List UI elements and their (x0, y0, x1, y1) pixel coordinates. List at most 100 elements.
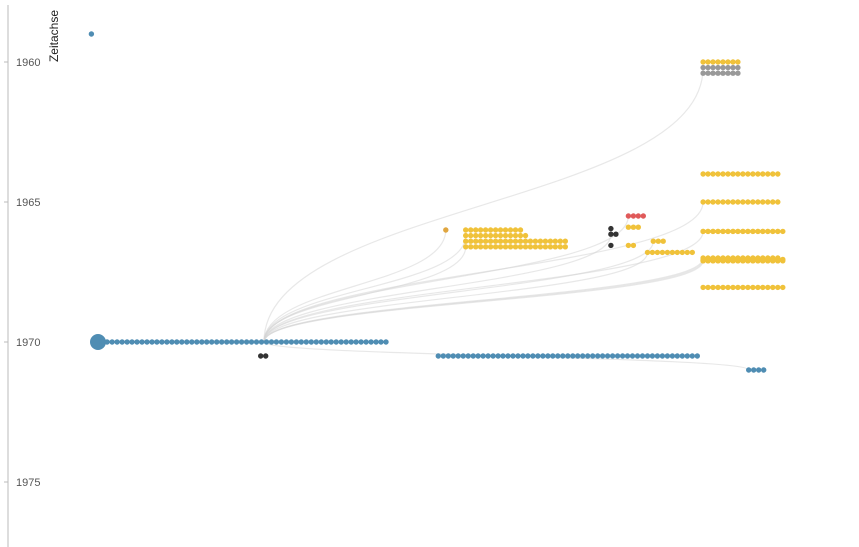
data-point (510, 353, 516, 359)
data-point (194, 339, 200, 345)
data-point (482, 244, 489, 250)
data-point (715, 199, 721, 205)
data-point (705, 171, 711, 177)
data-point (455, 353, 461, 359)
data-point (750, 199, 756, 205)
data-point (480, 353, 486, 359)
data-point (333, 339, 339, 345)
data-point (515, 353, 521, 359)
data-point (278, 339, 285, 345)
data-point (760, 199, 766, 205)
data-point (502, 227, 509, 233)
connection-line (263, 257, 704, 343)
data-point (443, 227, 449, 233)
data-point (485, 353, 491, 359)
data-point (710, 64, 716, 71)
data-point (725, 70, 731, 76)
data-point (219, 339, 225, 345)
data-point (562, 244, 568, 250)
data-point (313, 339, 319, 345)
data-point (775, 284, 781, 291)
data-point (199, 339, 205, 345)
data-point (745, 256, 751, 263)
data-point (735, 199, 741, 205)
data-point (765, 228, 771, 235)
data-point (463, 232, 469, 239)
data-point (730, 59, 736, 65)
data-point (720, 64, 726, 71)
data-point (487, 232, 494, 239)
data-point (770, 256, 776, 263)
data-point (705, 284, 711, 291)
data-point (735, 171, 741, 177)
data-point (655, 238, 661, 244)
data-point (470, 353, 476, 359)
data-point (630, 242, 637, 249)
data-point (770, 228, 776, 235)
data-point (740, 256, 746, 263)
data-point (507, 238, 514, 244)
data-point (730, 171, 736, 177)
connection-line (263, 241, 654, 343)
data-point (674, 249, 680, 256)
connection-lines (98, 67, 750, 371)
data-point (745, 284, 751, 291)
data-point (624, 353, 631, 359)
data-point (720, 171, 726, 177)
data-point (492, 244, 499, 250)
data-point (710, 59, 716, 65)
data-point (669, 249, 676, 256)
data-point (435, 353, 441, 359)
data-point (770, 171, 776, 177)
data-point (477, 232, 484, 239)
data-point (700, 284, 706, 291)
data-point (109, 339, 115, 345)
data-point (630, 224, 637, 230)
data-point (746, 367, 752, 373)
data-point (780, 228, 786, 235)
y-tick-label: 1965 (16, 197, 40, 209)
data-point (590, 353, 596, 359)
data-point (720, 70, 726, 76)
data-point (263, 353, 269, 359)
data-point (104, 339, 110, 345)
data-point (308, 339, 314, 345)
data-point (595, 353, 601, 359)
data-point (463, 238, 469, 244)
data-point (725, 64, 731, 71)
data-point (659, 249, 666, 256)
connection-line (263, 67, 704, 343)
data-point (725, 284, 731, 291)
data-point (343, 339, 349, 345)
data-point (755, 228, 761, 235)
data-point (705, 59, 711, 65)
data-point (755, 171, 761, 177)
data-point (660, 238, 666, 244)
data-point (765, 256, 771, 263)
data-point (765, 284, 771, 291)
y-tick-label: 1975 (16, 477, 40, 489)
data-point (761, 367, 767, 373)
data-point (149, 339, 155, 345)
data-point (547, 244, 554, 250)
data-point (512, 227, 519, 233)
data-point (88, 31, 95, 37)
data-point (720, 199, 726, 205)
data-point (492, 232, 499, 239)
data-point (482, 227, 489, 233)
data-point (527, 238, 534, 244)
data-point (475, 353, 481, 359)
data-point (740, 284, 746, 291)
data-point (700, 171, 706, 177)
data-point (639, 353, 646, 359)
connection-line (263, 201, 704, 343)
data-point (735, 70, 741, 76)
data-point (700, 228, 706, 235)
data-point (268, 339, 275, 345)
data-point (463, 244, 469, 250)
data-point (669, 353, 676, 359)
data-point (487, 227, 494, 233)
data-point (674, 353, 680, 359)
data-point (555, 353, 561, 359)
data-point (715, 171, 721, 177)
